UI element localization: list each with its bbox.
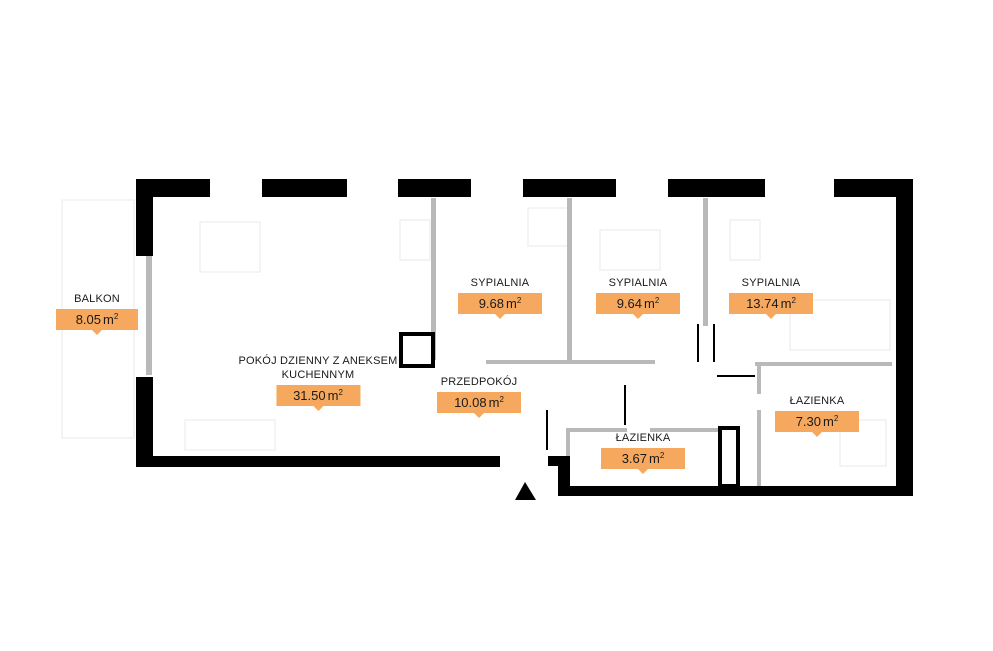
- wall-segment: [262, 179, 347, 197]
- ventilation-shaft: [399, 332, 435, 368]
- partition: [566, 428, 570, 458]
- partition: [650, 428, 718, 432]
- partition: [755, 362, 892, 366]
- installation-shaft: [718, 426, 740, 488]
- room-name: SYPIALNIA: [741, 277, 801, 289]
- door-jamb: [717, 375, 755, 377]
- room-name: BALKON: [74, 293, 120, 305]
- area-value: 31.50: [293, 388, 326, 403]
- door-jamb: [713, 324, 715, 362]
- room-name-line-1: POKÓJ DZIENNY Z ANEKSEM: [238, 355, 398, 367]
- area-exponent: 2: [791, 296, 796, 305]
- partition: [703, 198, 708, 326]
- area-unit: m: [823, 414, 834, 429]
- area-value: 9.64: [616, 296, 642, 311]
- area-unit: m: [780, 296, 792, 311]
- wall-segment: [834, 179, 913, 197]
- wall-segment: [668, 179, 765, 197]
- exterior-walls: [136, 179, 913, 496]
- area-unit: m: [649, 451, 660, 466]
- partition: [146, 255, 152, 375]
- area-exponent: 2: [654, 296, 660, 305]
- wall-segment: [558, 456, 570, 496]
- room-name-line-2: KUCHENNYM: [281, 369, 355, 381]
- area-exponent: 2: [338, 388, 343, 397]
- partition: [486, 360, 655, 364]
- wall-segment: [398, 179, 471, 197]
- room-name: ŁAZIENKA: [789, 395, 845, 407]
- door-jamb: [624, 385, 626, 425]
- area-unit: m: [103, 312, 114, 327]
- partition: [757, 410, 761, 486]
- door-jambs: [546, 324, 755, 450]
- wall-segment: [558, 486, 913, 496]
- area-value: 13.74: [746, 296, 779, 311]
- room-name: ŁAZIENKA: [615, 432, 671, 444]
- area-unit: m: [488, 395, 500, 410]
- wall-segment: [136, 377, 153, 467]
- door-jamb: [697, 324, 699, 362]
- interior-partitions: [146, 198, 892, 486]
- wall-segment: [136, 179, 210, 197]
- area-value: 8.05: [75, 312, 101, 327]
- door-jamb: [546, 410, 548, 450]
- area-value: 3.67: [621, 451, 647, 466]
- room-name: SYPIALNIA: [608, 277, 668, 289]
- partition: [567, 428, 627, 432]
- wall-segment: [896, 179, 913, 496]
- area-exponent: 2: [499, 395, 504, 404]
- area-value: 9.68: [478, 296, 504, 311]
- entrance-triangle-icon: [515, 482, 536, 500]
- area-value: 10.08: [454, 395, 487, 410]
- wall-segment: [548, 456, 558, 466]
- partition: [431, 198, 436, 360]
- furniture-outlines: [61, 199, 891, 467]
- room-name: PRZEDPOKÓJ: [440, 376, 518, 388]
- area-unit: m: [327, 388, 339, 403]
- area-exponent: 2: [833, 414, 839, 423]
- area-unit: m: [644, 296, 655, 311]
- area-exponent: 2: [516, 296, 522, 305]
- room-name: SYPIALNIA: [470, 277, 530, 289]
- wall-segment: [136, 456, 500, 467]
- area-value: 7.30: [795, 414, 821, 429]
- wall-segment: [523, 179, 616, 197]
- partition: [567, 198, 572, 362]
- wall-segment: [136, 179, 153, 256]
- area-unit: m: [506, 296, 517, 311]
- partition: [757, 364, 761, 394]
- area-exponent: 2: [659, 451, 665, 460]
- area-exponent: 2: [113, 312, 119, 321]
